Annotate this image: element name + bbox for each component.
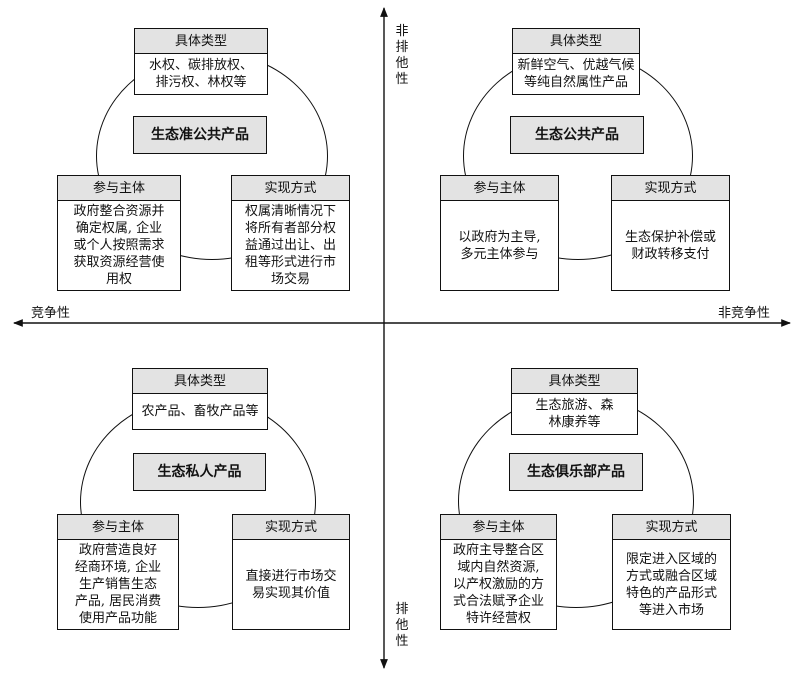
participant-header-bottom-left: 参与主体: [57, 514, 179, 540]
participant-text-top-right: 以政府为主导, 多元主体参与: [440, 200, 559, 291]
axis-label-left: 竞争性: [31, 306, 71, 321]
type-text-bottom-left: 农产品、畜牧产品等: [132, 393, 268, 430]
center-label-top-right: 生态公共产品: [510, 116, 644, 154]
center-label-bottom-right: 生态俱乐部产品: [509, 453, 643, 491]
type-header-top-right: 具体类型: [512, 28, 640, 54]
method-text-top-right: 生态保护补偿或 财政转移支付: [611, 200, 730, 291]
participant-text-bottom-left: 政府营造良好 经商环境, 企业 生产销售生态 产品, 居民消费 使用产品功能: [57, 539, 179, 630]
method-header-top-right: 实现方式: [611, 175, 730, 201]
center-label-bottom-left: 生态私人产品: [133, 453, 266, 491]
method-text-bottom-left: 直接进行市场交 易实现其价值: [232, 539, 350, 630]
participant-text-bottom-right: 政府主导整合区 域内自然资源, 以产权激励的方 式合法赋予企业 特许经营权: [440, 539, 557, 630]
participant-header-top-left: 参与主体: [57, 175, 181, 201]
method-text-top-left: 权属清晰情况下 将所有者部分权 益通过出让、出 租等形式进行市 场交易: [231, 200, 350, 291]
type-header-bottom-left: 具体类型: [132, 368, 268, 394]
type-header-bottom-right: 具体类型: [511, 368, 638, 394]
type-text-bottom-right: 生态旅游、森 林康养等: [511, 393, 638, 435]
method-header-bottom-right: 实现方式: [612, 514, 731, 540]
center-label-top-left: 生态准公共产品: [133, 116, 267, 154]
type-text-top-right: 新鲜空气、优越气候 等纯自然属性产品: [512, 53, 640, 95]
participant-text-top-left: 政府整合资源并 确定权属, 企业 或个人按照需求 获取资源经营使 用权: [57, 200, 181, 291]
axis-label-top: 非排他性: [395, 24, 409, 87]
method-text-bottom-right: 限定进入区域的 方式或融合区域 特色的产品形式 等进入市场: [612, 539, 731, 630]
axis-label-bottom: 排他性: [395, 602, 409, 649]
method-header-bottom-left: 实现方式: [232, 514, 350, 540]
axis-label-right: 非竞争性: [718, 306, 771, 321]
method-header-top-left: 实现方式: [231, 175, 350, 201]
type-text-top-left: 水权、碳排放权、 排污权、林权等: [134, 53, 268, 95]
participant-header-bottom-right: 参与主体: [440, 514, 557, 540]
participant-header-top-right: 参与主体: [440, 175, 559, 201]
type-header-top-left: 具体类型: [134, 28, 268, 54]
